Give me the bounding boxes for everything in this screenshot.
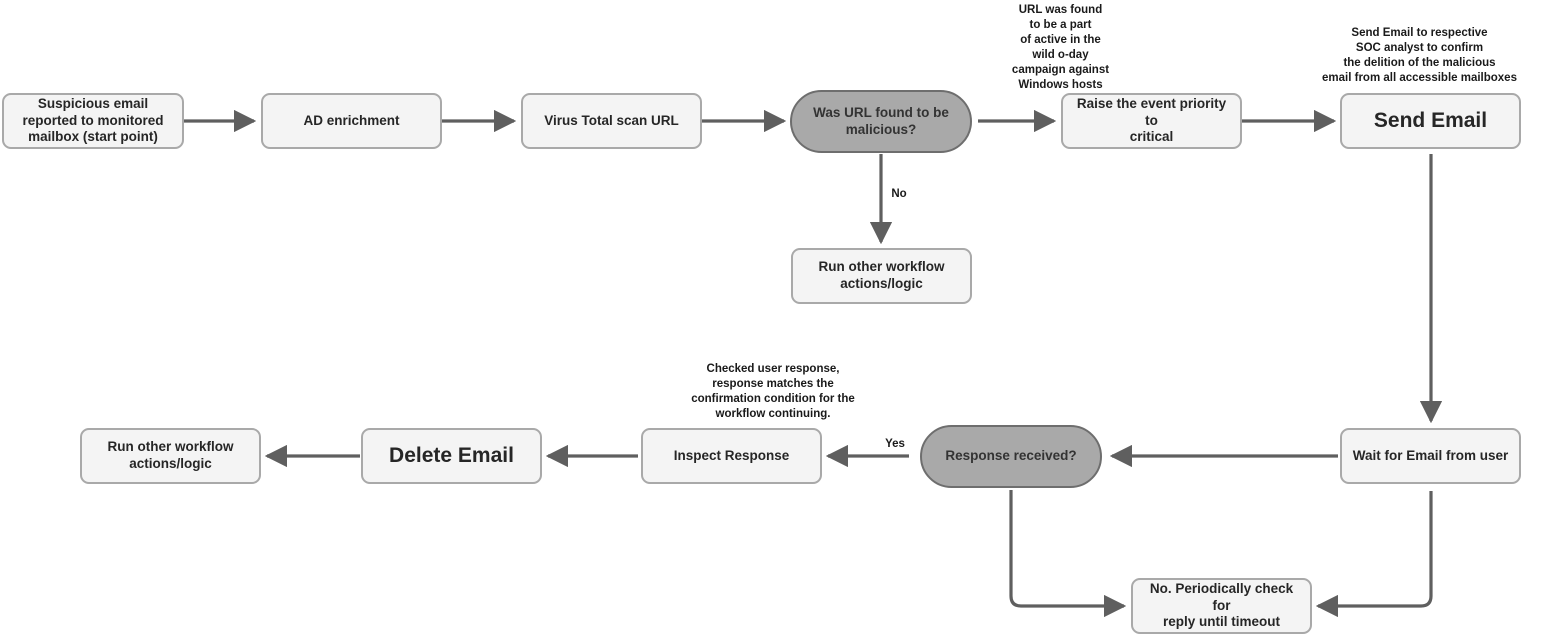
annotation-inspect-response: Checked user response, response matches … xyxy=(691,363,855,420)
node-timeout-check[interactable]: No. Periodically check for reply until t… xyxy=(1131,578,1312,634)
node-decision-url-malicious-label: Was URL found to be malicious? xyxy=(813,104,949,137)
edge-response-to-timeout xyxy=(1009,490,1127,618)
node-start-label: Suspicious email reported to monitored m… xyxy=(22,95,164,145)
annotation-url-malicious: URL was found to be a part of active in … xyxy=(1011,4,1110,91)
node-wait-for-email[interactable]: Wait for Email from user xyxy=(1340,428,1521,484)
node-wait-for-email-label: Wait for Email from user xyxy=(1352,447,1509,463)
node-ad-enrichment[interactable]: AD enrichment xyxy=(261,93,442,149)
node-raise-priority-label: Raise the event priority to critical xyxy=(1076,95,1227,145)
node-send-email-label: Send Email xyxy=(1373,108,1488,132)
node-decision-url-malicious[interactable]: Was URL found to be malicious? xyxy=(790,90,972,153)
node-inspect-response-label: Inspect Response xyxy=(673,447,790,463)
edge-wait-loop-to-timeout xyxy=(1315,491,1433,618)
node-send-email[interactable]: Send Email xyxy=(1340,93,1521,149)
annotation-send-email: Send Email to respective SOC analyst to … xyxy=(1322,27,1517,84)
node-timeout-check-label: No. Periodically check for reply until t… xyxy=(1149,580,1294,630)
node-delete-email[interactable]: Delete Email xyxy=(361,428,542,484)
node-other-workflow-bottom[interactable]: Run other workflow actions/logic xyxy=(80,428,261,484)
node-virustotal-scan[interactable]: Virus Total scan URL xyxy=(521,93,702,149)
node-start[interactable]: Suspicious email reported to monitored m… xyxy=(2,93,184,149)
edge-label-yes: Yes xyxy=(885,438,905,450)
node-decision-response-received[interactable]: Response received? xyxy=(920,425,1102,488)
node-other-workflow-top[interactable]: Run other workflow actions/logic xyxy=(791,248,972,304)
node-decision-response-received-label: Response received? xyxy=(945,448,1077,464)
node-delete-email-label: Delete Email xyxy=(389,443,514,467)
node-ad-enrichment-label: AD enrichment xyxy=(303,112,400,128)
node-other-workflow-top-label: Run other workflow actions/logic xyxy=(818,259,945,291)
node-inspect-response[interactable]: Inspect Response xyxy=(641,428,822,484)
edge-label-no: No xyxy=(891,188,907,200)
node-raise-priority[interactable]: Raise the event priority to critical xyxy=(1061,93,1242,149)
node-virustotal-scan-label: Virus Total scan URL xyxy=(544,112,679,128)
node-other-workflow-bottom-label: Run other workflow actions/logic xyxy=(107,439,234,471)
